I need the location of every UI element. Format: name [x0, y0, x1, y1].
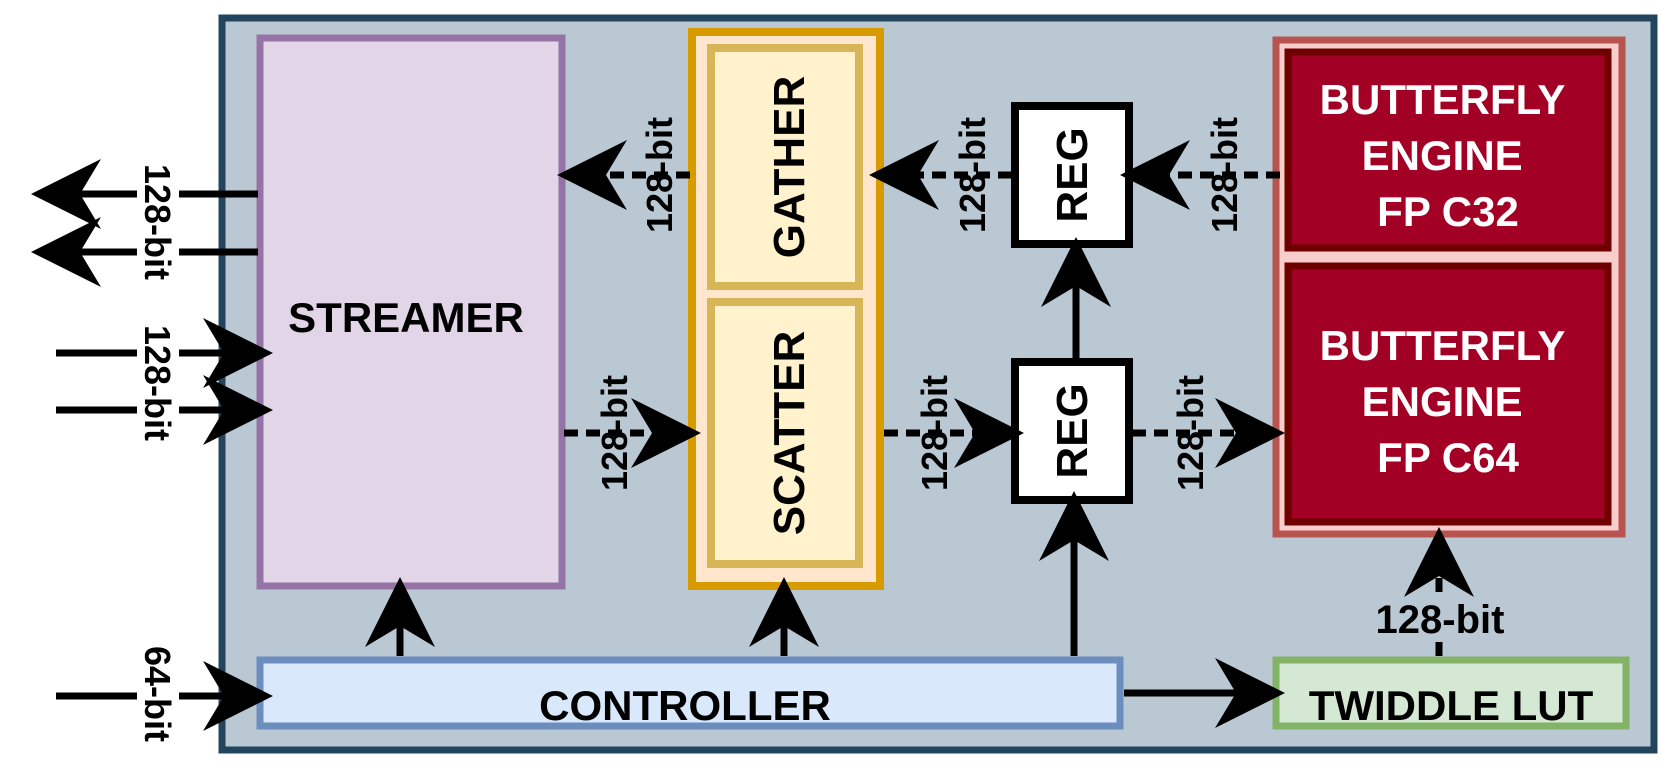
- twiddle-lut-label: TWIDDLE LUT: [1309, 682, 1594, 729]
- butterfly-c32-line3: FP C32: [1377, 188, 1519, 235]
- ctrl-in-bus-label: 64-bit: [137, 646, 178, 742]
- bf32-to-reg-label: 128-bit: [1204, 117, 1245, 233]
- streamer-label: STREAMER: [288, 294, 524, 341]
- twiddle-to-bf-label: 128-bit: [1376, 598, 1505, 642]
- ctrl-in-label-bg: [137, 644, 179, 746]
- scatter-block: [707, 298, 863, 568]
- controller-label: CONTROLLER: [539, 682, 831, 729]
- gather-label: GATHER: [765, 76, 814, 259]
- gather-block: [707, 44, 863, 290]
- butterfly-c64-line1: BUTTERFLY: [1320, 322, 1566, 369]
- reg-to-bf64-label: 128-bit: [1170, 375, 1211, 491]
- butterfly-c64-line3: FP C64: [1377, 434, 1519, 481]
- in-bus-label: 128-bit: [137, 325, 178, 441]
- butterfly-c32-line1: BUTTERFLY: [1320, 76, 1566, 123]
- reg-to-gather-label: 128-bit: [952, 117, 993, 233]
- scatter-to-reg-label: 128-bit: [914, 375, 955, 491]
- in-label-bg: [137, 326, 179, 444]
- scatter-label: SCATTER: [765, 331, 814, 536]
- butterfly-c32-block: [1284, 48, 1612, 252]
- controller-block: [256, 656, 1124, 730]
- out-bus-label: 128-bit: [137, 164, 178, 280]
- reg-bottom-label: REG: [1048, 383, 1097, 478]
- gather-to-streamer-label: 128-bit: [639, 117, 680, 233]
- streamer-to-scatter-label: 128-bit: [594, 375, 635, 491]
- butterfly-c32-label: BUTTERFLY ENGINE FP C32: [1320, 76, 1577, 235]
- butterfly-c64-line2: ENGINE: [1362, 378, 1523, 425]
- butterfly-c64-label: BUTTERFLY ENGINE FP C64: [1320, 322, 1577, 481]
- butterfly-c64-block: [1284, 262, 1612, 526]
- streamer-block: [256, 34, 566, 590]
- out-label-bg: [137, 160, 179, 278]
- reg-top-label: REG: [1048, 127, 1097, 222]
- butterfly-c32-line2: ENGINE: [1362, 132, 1523, 179]
